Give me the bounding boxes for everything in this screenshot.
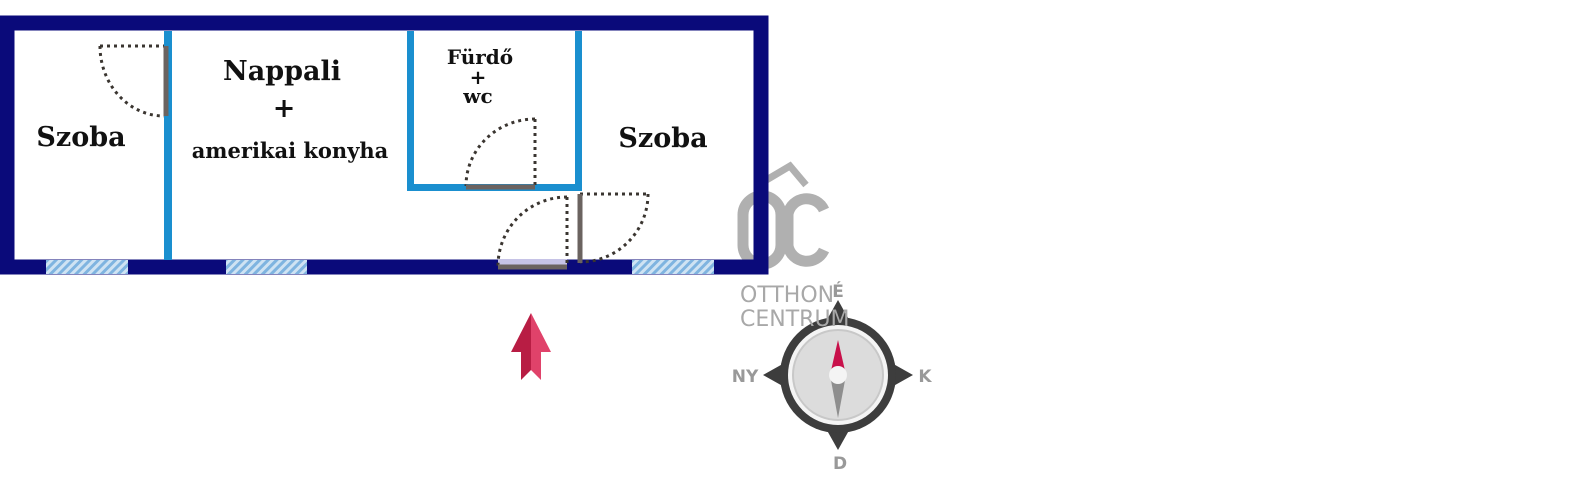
logo-line2: CENTRUM: [740, 307, 850, 332]
door-left-room: [98, 44, 169, 118]
compass-north: É: [832, 280, 844, 302]
door-entrance: [496, 195, 569, 270]
logo-line1: OTTHON: [740, 283, 834, 308]
entrance-opening: [498, 259, 567, 267]
room-label-living: Nappali: [223, 56, 341, 87]
compass-west: NY: [732, 367, 759, 387]
compass-east: K: [918, 367, 932, 387]
logo-text: OTTHON CENTRUM: [740, 283, 850, 332]
room-label-kitchen: amerikai konyha: [192, 138, 389, 163]
window: [226, 260, 307, 274]
room-label-living-plus: +: [273, 93, 296, 124]
entrance-arrow-icon: [511, 313, 551, 380]
room-label-right: Szoba: [618, 123, 707, 154]
room-label-left: Szoba: [36, 122, 125, 153]
window: [46, 260, 128, 274]
room-label-wc: wc: [462, 84, 492, 108]
door-bathroom: [464, 117, 537, 190]
window: [632, 260, 714, 274]
compass-icon: É D K NY: [732, 280, 933, 474]
outer-wall: [0, 15, 769, 275]
compass-south: D: [833, 454, 847, 474]
door-right-room: [577, 192, 650, 264]
room-label-bathroom: Fürdő: [447, 45, 513, 69]
room-label-bathroom-plus: +: [470, 65, 487, 89]
